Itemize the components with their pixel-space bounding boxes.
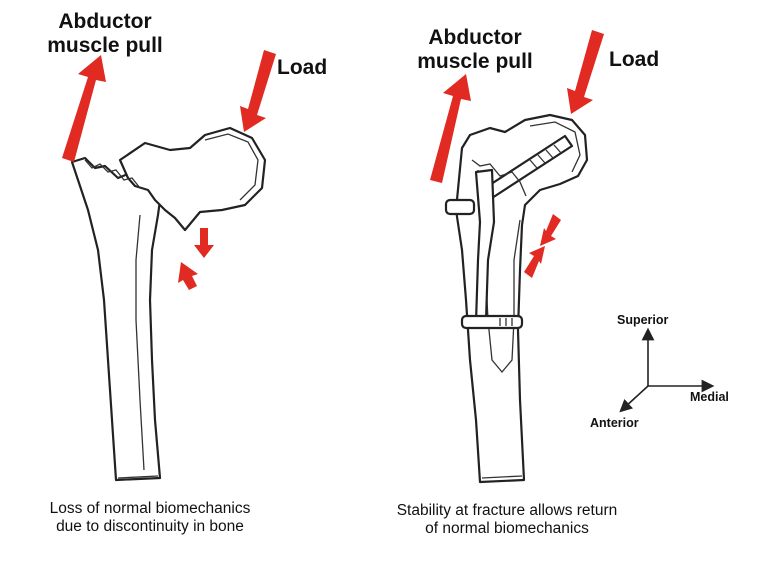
left-load-arrow [240, 50, 276, 132]
right-abductor-arrow [430, 74, 471, 183]
orientation-axes [619, 327, 715, 413]
axis-label-anterior: Anterior [590, 416, 639, 430]
cortical-screw-upper [444, 198, 476, 216]
right-arrows [430, 30, 604, 278]
right-femur [444, 113, 589, 484]
axis-label-superior: Superior [617, 313, 669, 327]
left-caption: Loss of normal biomechanics due to disco… [49, 500, 251, 535]
left-gap-arrow-down [194, 228, 214, 258]
cortical-screw-lower [460, 314, 524, 330]
right-compress-arrow-up [524, 246, 545, 278]
left-abductor-arrow [62, 55, 106, 162]
left-fracture-line [84, 159, 141, 189]
right-load-arrow [567, 30, 604, 114]
right-abductor-label: Abductor muscle pull [417, 26, 533, 74]
right-caption: Stability at fracture allows return of n… [396, 502, 618, 537]
left-gap-arrow-up [178, 262, 198, 290]
right-load-label: Load [609, 48, 660, 71]
right-compress-arrow-down [540, 214, 561, 246]
left-arrows [62, 50, 276, 290]
left-abductor-label: Abductor muscle pull [47, 10, 163, 58]
left-load-label: Load [277, 56, 328, 79]
left-femur-head [118, 126, 267, 232]
left-femur [70, 126, 267, 482]
axis-label-medial: Medial [690, 390, 729, 404]
right-fracture-line [471, 159, 527, 197]
left-femur-shaft [70, 156, 162, 482]
